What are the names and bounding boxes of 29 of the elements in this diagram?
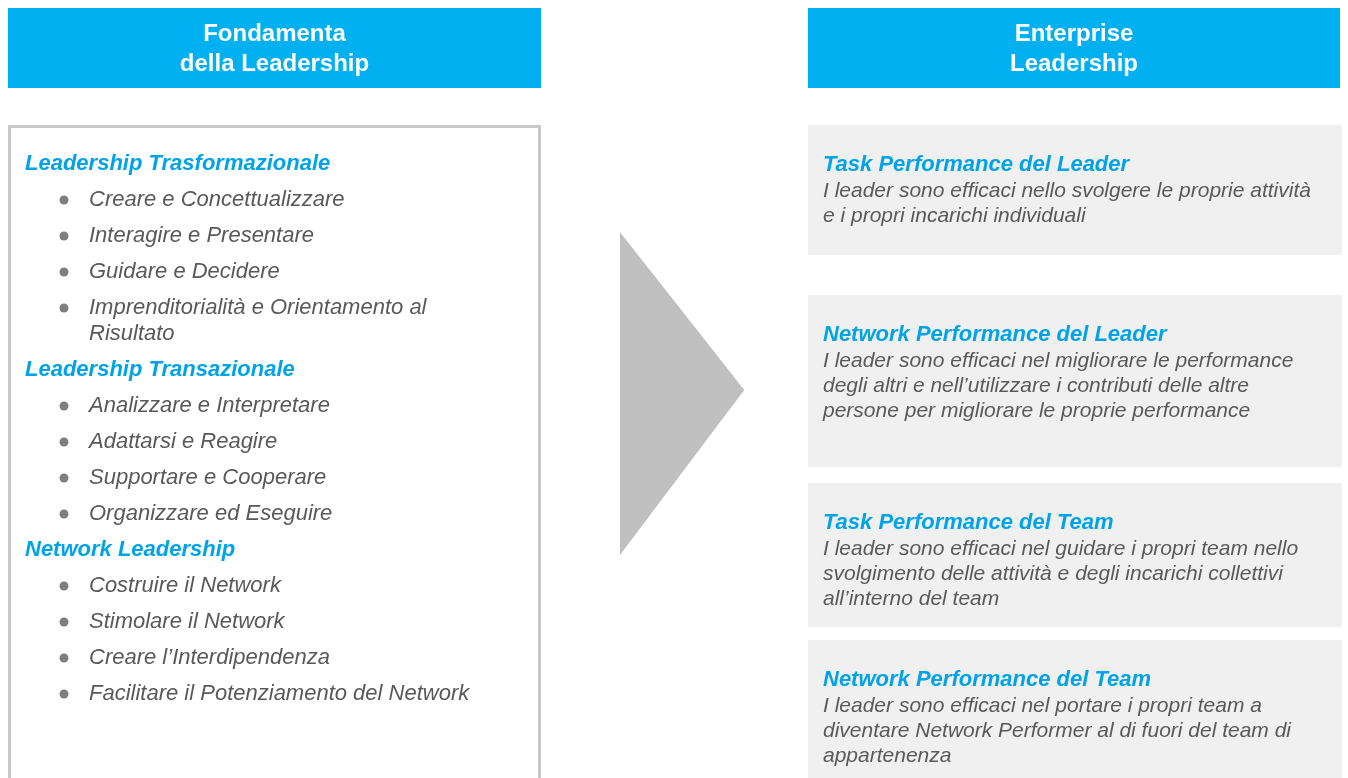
card-description: I leader sono efficaci nel portare i propri team a diventare Network Performer al di fuori del team di appartenenza [823,692,1293,767]
card-description: I leader sono efficaci nello svolgere le proprie attività e i propri incarichi individuali [823,177,1312,227]
section-heading: Network Leadership [25,536,237,563]
bullet-item: Costruire il Network [89,572,502,608]
header-title: Enterprise Leadership [1008,18,1139,78]
bullet-item: Imprenditorialità e Orientamento al Risultato [89,294,502,356]
chevron-arrow [620,232,745,555]
bullet-item: Stimolare il Network [89,608,502,644]
card-heading: Task Performance del Leader [823,151,1131,177]
section-heading: Leadership Trasformazionale [25,150,332,177]
bullet-item: Analizzare e Interpretare [89,392,502,428]
header-banner [8,8,541,88]
bullet-item: Guidare e Decidere [89,258,502,294]
card-heading: Network Performance del Team [823,666,1153,692]
bullet-item: Creare e Concettualizzare [89,186,502,222]
card-heading: Network Performance del Leader [823,321,1169,347]
bullet-item: Organizzare ed Eseguire [89,500,502,536]
header-banner [808,8,1340,88]
bullet-item: Interagire e Presentare [89,222,502,258]
card-description: I leader sono efficaci nel migliorare le performance degli altri e nell’utilizzare i contributi delle altre persone per migliorare le proprie performance [823,347,1295,422]
competency-panel [8,125,541,778]
header-title: Fondamenta della Leadership [178,18,371,78]
bullet-item: Supportare e Cooperare [89,464,502,500]
bullet-item: Creare l’Interdipendenza [89,644,502,680]
card-heading: Task Performance del Team [823,509,1115,535]
bullet-item: Adattarsi e Reagire [89,428,502,464]
card-description: I leader sono efficaci nel guidare i propri team nello svolgimento delle attività e degli incarichi collettivi all’interno del team [823,535,1300,610]
section-heading: Leadership Transazionale [25,356,296,383]
bullet-item: Facilitare il Potenziamento del Network [89,680,502,716]
